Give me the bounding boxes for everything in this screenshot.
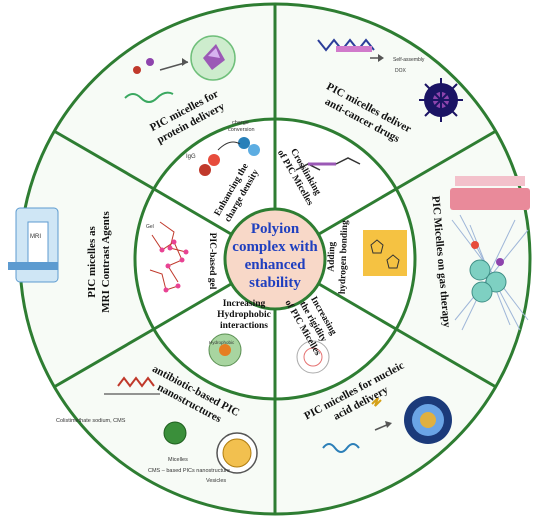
igg-label: IgG [186,154,196,160]
gel-tag: Gel [146,224,154,230]
center-line-4: stability [249,275,301,291]
rigidity-illustration [296,340,330,374]
center-label: Polyion complex with enhanced stability [232,221,318,291]
inner-divider-upper-right [318,187,397,236]
protein-delivery-illustration [124,35,236,103]
hydrophobic-illustration: Hydrophobic [208,333,242,367]
label-gel: PIC-based gel [207,233,217,290]
center-line-1: Polyion [251,221,300,237]
crosslinking-illustration [295,157,361,171]
inner-divider-lower-left [153,282,232,331]
charge-density-illustration: IgG charge conversion [186,120,260,176]
outer-divider-lower-left [53,327,155,389]
vesicles-label: Vesicles [206,478,226,484]
mri-device-label: MRI [30,234,41,240]
gas-therapy-illustration [450,176,530,331]
center-line-3: enhanced [245,257,307,273]
center-line-2: complex with [232,239,318,255]
label-hydrophobic-3: interactions [220,321,268,331]
antibiotic-illustration: Colistimethate sodium, CMS Micelles Vesi… [56,376,258,484]
charge-conversion-label-2: conversion [228,127,255,133]
label-mri-1: PIC micelles as [86,226,98,298]
label-mri-2: MRI Contrast Agents [100,211,112,313]
center-circle [223,207,327,311]
inner-divider-upper-left [153,187,232,236]
hydrophobic-tag: Hydrophobic [209,340,235,345]
label-hydrophobic-1: Increasing [223,299,266,309]
inner-divider-lower-right [318,282,397,331]
self-assembly-label: Self-assembly [393,57,425,63]
nucleic-acid-illustration [322,396,452,453]
label-hydrogen-1: Adding [326,241,337,272]
mri-illustration: MRI [8,207,59,283]
hydrogen-bonding-illustration [363,230,407,276]
label-hydrogen-2: hydrogen bonding [338,220,351,295]
dox-label: DOX [395,68,407,74]
cms-based-label: CMS – based PICs nanostructure [148,468,230,474]
colistimethate-label: Colistimethate sodium, CMS [56,418,126,424]
anticancer-illustration: Self-assembly DOX [317,38,463,122]
outer-divider-upper-left [53,129,155,191]
micelles-label: Micelles [168,457,188,463]
outer-divider-upper-right [395,129,497,191]
charge-conversion-label-1: charge [232,120,249,126]
gel-illustration: Gel [146,221,189,293]
outer-divider-lower-right [395,327,497,389]
label-hydrophobic-2: Hydrophobic [217,310,271,320]
